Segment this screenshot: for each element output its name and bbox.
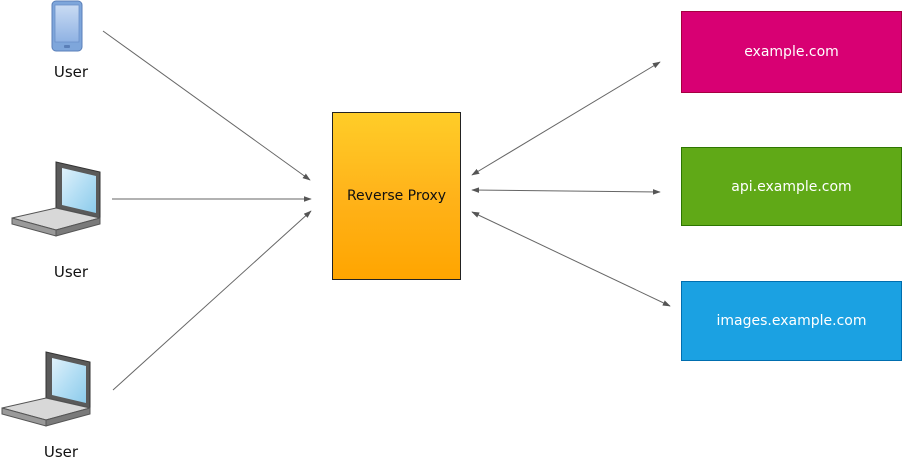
- arrow-user3-to-proxy: [112, 210, 312, 391]
- server-node-api: api.example.com: [681, 147, 902, 226]
- reverse-proxy-label: Reverse Proxy: [346, 188, 447, 204]
- arrow-user1-to-proxy: [102, 30, 311, 181]
- server-label: api.example.com: [731, 178, 852, 195]
- arrow-proxy-server-example: [471, 61, 661, 176]
- mobile-phone-icon: [51, 0, 83, 52]
- server-node-images: images.example.com: [681, 281, 902, 361]
- server-node-example: example.com: [681, 11, 902, 93]
- arrow-proxy-server-api: [471, 187, 661, 195]
- user-label-1: User: [53, 63, 89, 81]
- server-label: example.com: [744, 44, 839, 60]
- server-label: images.example.com: [716, 313, 867, 329]
- reverse-proxy-node: Reverse Proxy: [332, 112, 461, 280]
- arrow-proxy-server-images: [471, 211, 671, 307]
- laptop-icon: [10, 160, 102, 238]
- laptop-icon: [0, 350, 92, 428]
- user-label-2: User: [53, 263, 89, 281]
- user-label-3: User: [43, 443, 79, 461]
